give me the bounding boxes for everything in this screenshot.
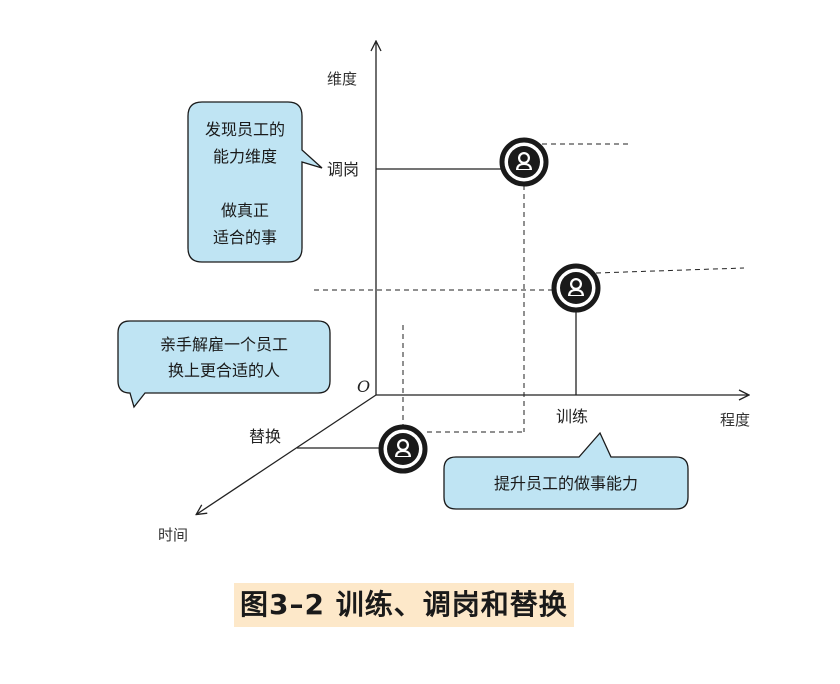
train-person-icon xyxy=(554,266,598,310)
dimension-bubble-line-1: 发现员工的 xyxy=(205,120,285,139)
fire-speech-bubble: 亲手解雇一个员工 换上更合适的人 xyxy=(117,320,331,409)
replace-label: 替换 xyxy=(249,427,281,446)
dimension-bubble-line-2: 能力维度 xyxy=(213,147,277,166)
vertical-axis-label: 维度 xyxy=(327,70,357,88)
dimension-speech-bubble: 发现员工的 能力维度 做真正 适合的事 xyxy=(187,101,323,263)
replace-person-icon xyxy=(381,427,425,471)
depth-axis xyxy=(197,394,377,514)
figure-caption: 图3–2 训练、调岗和替换 xyxy=(234,583,574,627)
adjust-label: 调岗 xyxy=(327,160,359,179)
ability-bubble-text: 提升员工的做事能力 xyxy=(494,474,638,493)
dimension-bubble-line-4: 做真正 xyxy=(221,201,269,220)
train-label: 训练 xyxy=(556,407,588,426)
adjust-person-icon xyxy=(502,140,546,184)
depth-axis-label: 时间 xyxy=(158,526,188,544)
ability-speech-bubble: 提升员工的做事能力 xyxy=(443,431,689,510)
horizontal-axis-label: 程度 xyxy=(720,411,750,429)
fire-bubble-line-2: 换上更合适的人 xyxy=(168,361,280,380)
fire-bubble-line-1: 亲手解雇一个员工 xyxy=(160,335,288,354)
train-dashed-top xyxy=(595,267,745,274)
dimension-bubble-line-5: 适合的事 xyxy=(213,228,277,247)
origin-label: O xyxy=(357,377,370,396)
